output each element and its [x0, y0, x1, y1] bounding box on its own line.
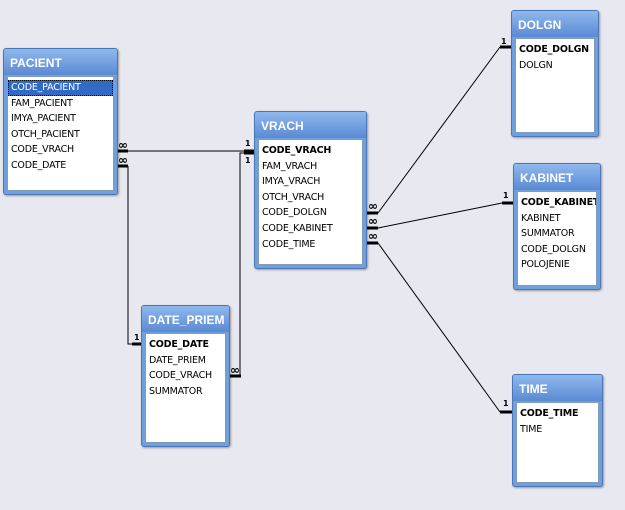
table-title-pacient[interactable]: PACIENT [4, 49, 117, 75]
table-kabinet[interactable]: KABINET CODE_KABINET KABINET SUMMATOR CO… [513, 163, 601, 290]
field-polojenie[interactable]: POLOJENIE [521, 259, 570, 271]
field-fam-pacient[interactable]: FAM_PACIENT [11, 97, 73, 109]
one-marker-vrach-date: 1 [245, 156, 251, 165]
field-list-pacient[interactable]: CODE_PACIENT FAM_PACIENT IMYA_PACIENT OT… [7, 76, 114, 191]
field-code-vrach[interactable]: CODE_VRACH [262, 145, 332, 156]
field-list-date-priem[interactable]: CODE_DATE DATE_PRIEM CODE_VRACH SUMMATOR [145, 333, 226, 443]
field-code-pacient[interactable]: CODE_PACIENT [8, 80, 113, 96]
field-list-kabinet[interactable]: CODE_KABINET KABINET SUMMATOR CODE_DOLGN… [517, 191, 597, 286]
field-list-dolgn[interactable]: CODE_DOLGN DOLGN [515, 38, 595, 133]
field-code-date[interactable]: CODE_DATE [11, 159, 67, 171]
many-marker-pacient-date: ∞ [118, 153, 128, 167]
many-marker-vrach-time: ∞ [368, 229, 378, 243]
field-summator[interactable]: SUMMATOR [149, 385, 203, 397]
field-code-kabinet[interactable]: CODE_KABINET [262, 222, 333, 234]
relation-pacient-date-priem[interactable] [118, 164, 143, 346]
table-title-kabinet[interactable]: KABINET [514, 164, 600, 190]
table-title-vrach[interactable]: VRACH [255, 112, 366, 138]
field-code-dolgn[interactable]: CODE_DOLGN [521, 243, 586, 255]
field-imya-vrach[interactable]: IMYA_VRACH [262, 176, 321, 188]
field-kabinet[interactable]: KABINET [521, 212, 561, 224]
field-imya-pacient[interactable]: IMYA_PACIENT [11, 113, 76, 125]
one-marker-dolgn: 1 [501, 37, 507, 46]
relation-vrach-kabinet[interactable] [367, 201, 514, 230]
table-dolgn[interactable]: DOLGN CODE_DOLGN DOLGN [511, 10, 599, 137]
field-time[interactable]: TIME [520, 423, 543, 435]
table-pacient[interactable]: PACIENT CODE_PACIENT FAM_PACIENT IMYA_PA… [3, 48, 118, 195]
one-marker-kabinet: 1 [503, 191, 509, 200]
field-code-dolgn[interactable]: CODE_DOLGN [519, 44, 589, 55]
one-marker-vrach-pacient: 1 [245, 139, 251, 148]
field-code-vrach[interactable]: CODE_VRACH [11, 144, 75, 156]
many-marker-date-vrach: ∞ [230, 363, 240, 377]
table-date-priem[interactable]: DATE_PRIEM CODE_DATE DATE_PRIEM CODE_VRA… [141, 305, 230, 447]
relation-vrach-time[interactable] [367, 241, 513, 414]
table-title-time[interactable]: TIME [513, 375, 602, 401]
table-vrach[interactable]: VRACH CODE_VRACH FAM_VRACH IMYA_VRACH OT… [254, 111, 367, 269]
field-otch-pacient[interactable]: OTCH_PACIENT [11, 128, 80, 140]
relation-vrach-date-priem[interactable] [230, 151, 255, 378]
field-fam-vrach[interactable]: FAM_VRACH [262, 160, 318, 172]
field-code-dolgn[interactable]: CODE_DOLGN [262, 207, 327, 219]
field-list-time[interactable]: CODE_TIME TIME [516, 402, 599, 483]
field-summator[interactable]: SUMMATOR [521, 228, 575, 240]
many-marker-vrach-kabinet: ∞ [368, 214, 378, 228]
one-marker-time: 1 [503, 399, 509, 408]
field-code-vrach[interactable]: CODE_VRACH [149, 370, 213, 382]
field-code-time[interactable]: CODE_TIME [262, 238, 316, 250]
relation-vrach-dolgn[interactable] [367, 45, 512, 215]
many-marker-pacient-vrach: ∞ [118, 138, 128, 152]
one-marker-date-pacient: 1 [134, 333, 140, 342]
table-title-date-priem[interactable]: DATE_PRIEM [142, 306, 229, 332]
field-code-date[interactable]: CODE_DATE [149, 339, 209, 350]
field-otch-vrach[interactable]: OTCH_VRACH [262, 191, 325, 203]
many-marker-vrach-dolgn: ∞ [368, 199, 378, 213]
field-date-priem[interactable]: DATE_PRIEM [149, 354, 206, 366]
field-list-vrach[interactable]: CODE_VRACH FAM_VRACH IMYA_VRACH OTCH_VRA… [258, 139, 363, 265]
field-code-kabinet[interactable]: CODE_KABINET [521, 197, 596, 208]
table-title-dolgn[interactable]: DOLGN [512, 11, 598, 37]
field-code-time[interactable]: CODE_TIME [520, 408, 579, 419]
table-time[interactable]: TIME CODE_TIME TIME [512, 374, 603, 487]
field-dolgn[interactable]: DOLGN [519, 59, 553, 71]
